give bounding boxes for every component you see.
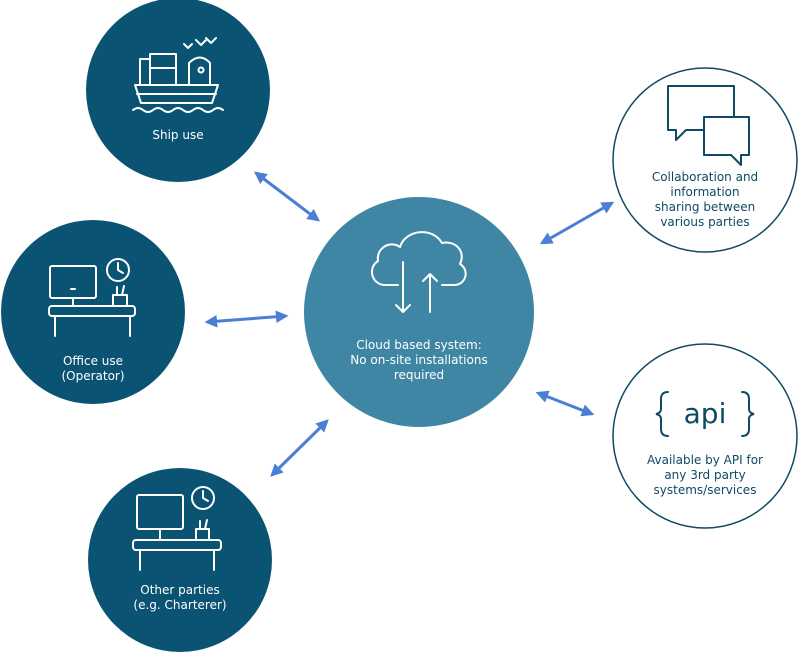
label-line: information [670, 185, 740, 199]
label-line: Ship use [152, 128, 204, 142]
label-line: required [393, 368, 445, 382]
label-line: Available by API for [647, 453, 763, 467]
arrow-collab-cloud [539, 201, 615, 245]
ship-node-label: Ship use [118, 128, 238, 143]
label-line: Cloud based system: [356, 338, 482, 352]
label-line: systems/services [653, 483, 757, 497]
arrow-office-cloud [204, 310, 289, 328]
label-line: various parties [660, 215, 750, 229]
office-desk-icon [48, 258, 136, 337]
cloud-node-label: Cloud based system: No on-site installat… [339, 338, 499, 383]
label-line: (e.g. Charterer) [133, 598, 227, 612]
collab-node-circle [612, 67, 798, 253]
label-line: No on-site installations [350, 353, 488, 367]
ship-node-circle [86, 0, 270, 182]
label-line: any 3rd party [664, 468, 746, 482]
label-line: sharing between [654, 200, 756, 214]
cloud-upload-download-icon [370, 231, 467, 313]
office-node-circle [1, 220, 185, 404]
api-icon: api [655, 391, 755, 437]
other-node-label: Other parties (e.g. Charterer) [115, 583, 245, 613]
label-line: Collaboration and [651, 170, 759, 184]
arrow-other-cloud [270, 419, 329, 477]
arrow-api-cloud [535, 390, 595, 417]
office-desk-icon [132, 486, 222, 571]
api-node-label: Available by API for any 3rd party syste… [635, 453, 775, 498]
other-node-circle [88, 468, 272, 652]
collab-node-label: Collaboration and information sharing be… [640, 170, 770, 230]
cloud-node-circle [304, 197, 534, 427]
api-node-circle [612, 343, 798, 529]
office-node-label: Office use (Operator) [28, 354, 158, 384]
api-icon-text: api [684, 397, 727, 430]
arrow-ship-cloud [253, 171, 321, 222]
label-line: Other parties [140, 583, 220, 597]
ship-icon [132, 37, 224, 113]
chat-bubbles-icon [667, 85, 750, 166]
label-line: Office use [62, 354, 124, 368]
label-line: (Operator) [61, 369, 125, 383]
